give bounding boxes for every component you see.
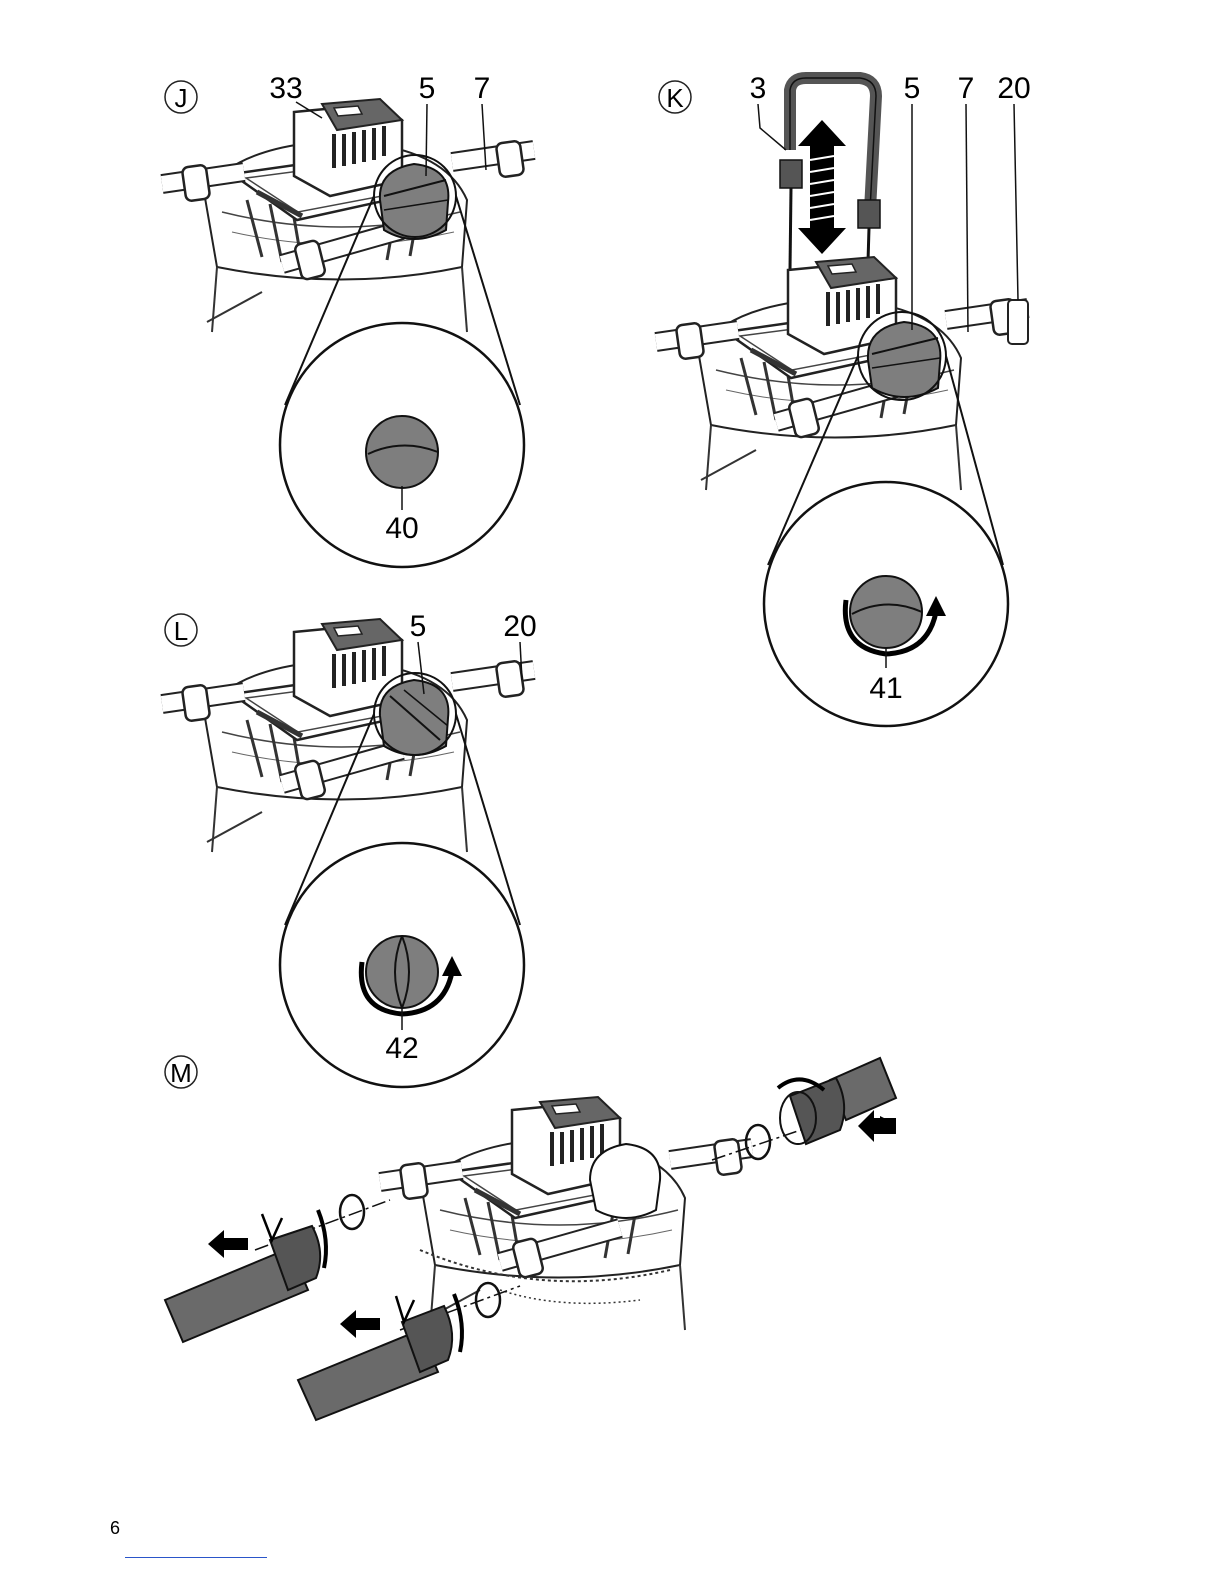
callout-k-3: 3 — [750, 72, 767, 105]
callout-j-33: 33 — [269, 72, 302, 105]
callout-k-7: 7 — [958, 72, 975, 105]
panel-l: L 5 20 42 — [162, 610, 537, 1087]
filter-unit-j — [162, 99, 534, 332]
callout-k-41: 41 — [869, 672, 902, 705]
knob-detail-k — [850, 576, 922, 648]
raise-lower-arrow — [798, 120, 846, 254]
outlet-fitting-k — [1008, 300, 1028, 344]
callout-l-20: 20 — [503, 610, 536, 643]
valve-knob-k — [868, 322, 940, 397]
callout-j-5: 5 — [419, 72, 436, 105]
panel-m: M — [165, 1056, 896, 1420]
page-number: 6 — [110, 1518, 120, 1539]
knob-detail-j — [366, 416, 438, 488]
flow-arrow-out-upper — [208, 1230, 248, 1258]
valve-knob-m — [590, 1144, 660, 1218]
hose-lower-left — [298, 1294, 462, 1420]
flow-arrow-out-lower — [340, 1310, 380, 1338]
panel-j-label: J — [175, 83, 188, 113]
footer-rule — [125, 1557, 267, 1558]
hose-upper-left — [165, 1210, 326, 1342]
flow-arrow-in-right — [858, 1110, 896, 1142]
callout-k-20: 20 — [997, 72, 1030, 105]
panel-m-label: M — [170, 1058, 192, 1088]
panel-l-label: L — [174, 616, 188, 646]
filter-unit-l — [162, 619, 534, 852]
callout-k-5: 5 — [904, 72, 921, 105]
knob-detail-l — [366, 936, 438, 1008]
seal-ring-upper-left — [340, 1195, 364, 1229]
panel-k: K — [656, 72, 1031, 726]
filter-unit-m — [380, 1097, 752, 1330]
callout-l-42: 42 — [385, 1032, 418, 1065]
seal-ring-lower-left — [476, 1283, 500, 1317]
panel-k-label: K — [666, 83, 684, 113]
callout-j-40: 40 — [385, 512, 418, 545]
panel-j: J 33 5 7 40 — [162, 72, 534, 567]
callout-j-7: 7 — [474, 72, 491, 105]
valve-knob-l — [380, 680, 448, 755]
callout-l-5: 5 — [410, 610, 427, 643]
